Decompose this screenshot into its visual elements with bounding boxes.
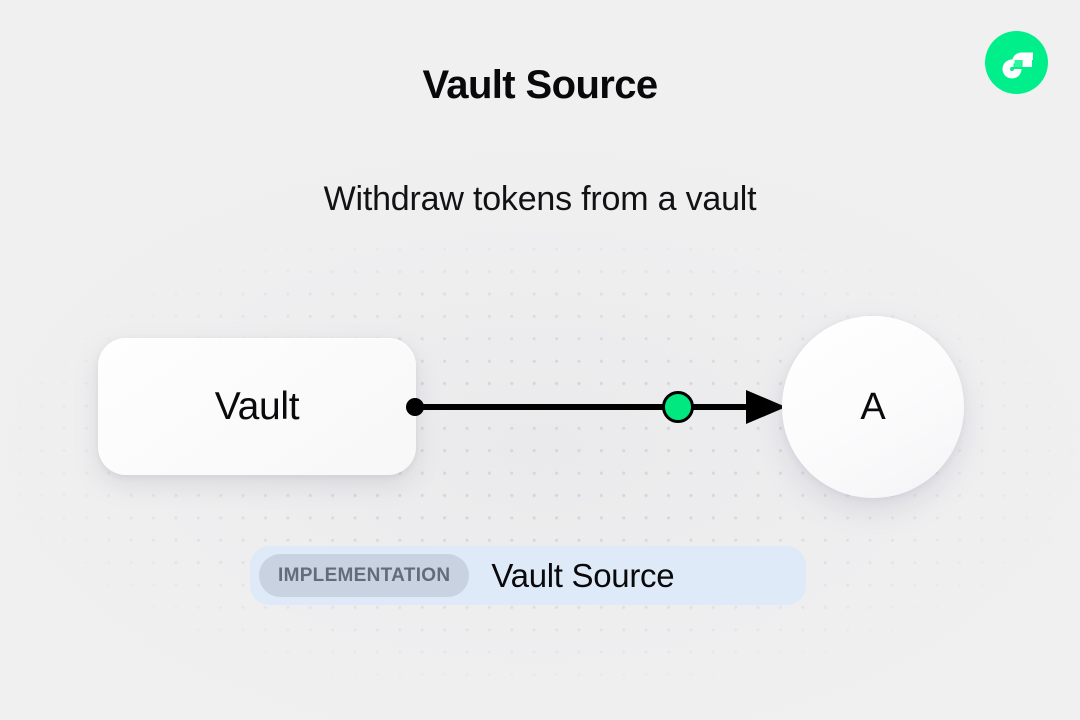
page-subtitle: Withdraw tokens from a vault	[323, 180, 757, 218]
page-title: Vault Source	[422, 63, 658, 107]
flow-logo-icon	[985, 31, 1048, 94]
implementation-kind-pill: IMPLEMENTATION	[259, 554, 470, 597]
implementation-badge: IMPLEMENTATION Vault Source	[250, 546, 806, 605]
edge-token-indicator	[662, 391, 694, 423]
node-a-label: A	[860, 385, 886, 428]
node-vault-label: Vault	[214, 384, 300, 428]
node-vault[interactable]: Vault	[98, 338, 416, 475]
node-a[interactable]: A	[782, 316, 964, 498]
implementation-name: Vault Source	[491, 556, 675, 594]
